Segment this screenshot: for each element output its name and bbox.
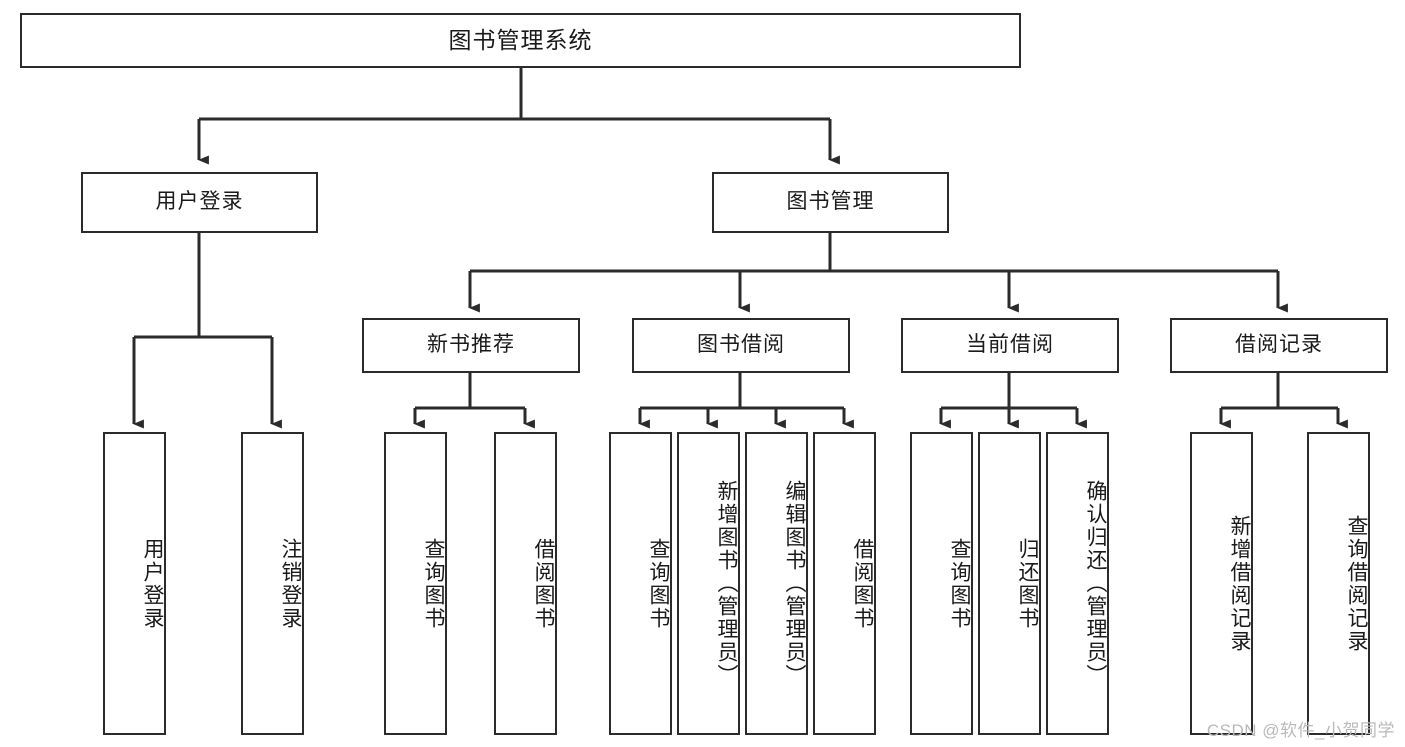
leaf-current-query-book-label: 查询图书 [948,537,971,630]
node-current-borrow[interactable]: 当前借阅 [901,318,1119,373]
leaf-borrow-borrow-book[interactable]: 借阅图书 [813,432,876,735]
leaf-borrow-add-book-admin[interactable]: 新增图书（管理员） [677,432,740,735]
node-new-book-recommend[interactable]: 新书推荐 [362,318,580,373]
node-root-label: 图书管理系统 [448,26,593,53]
leaf-borrow-edit-book-admin-label: 编辑图书（管理员） [783,480,806,687]
leaf-record-query-record-label: 查询借阅记录 [1345,514,1368,653]
node-book-management[interactable]: 图书管理 [712,172,949,233]
leaf-borrow-edit-book-admin[interactable]: 编辑图书（管理员） [745,432,808,735]
watermark: CSDN @软件_小贺同学 [1206,721,1395,740]
leaf-current-confirm-return-admin[interactable]: 确认归还（管理员） [1046,432,1109,735]
leaf-current-return-book-label: 归还图书 [1016,537,1039,630]
node-user-login[interactable]: 用户登录 [81,172,318,233]
node-book-management-label: 图书管理 [786,190,875,214]
leaf-borrow-borrow-book-label: 借阅图书 [851,537,874,630]
node-borrow-record-label: 借阅记录 [1235,333,1323,357]
leaf-current-query-book[interactable]: 查询图书 [910,432,973,735]
leaf-record-add-record[interactable]: 新增借阅记录 [1190,432,1253,735]
leaf-newbook-query-book-label: 查询图书 [422,537,445,630]
leaf-user-login-label: 用户登录 [141,537,164,630]
leaf-newbook-borrow-book[interactable]: 借阅图书 [494,432,557,735]
leaf-current-return-book[interactable]: 归还图书 [978,432,1041,735]
leaf-record-add-record-label: 新增借阅记录 [1228,514,1251,653]
node-book-borrow-label: 图书借阅 [697,333,785,357]
leaf-user-logout[interactable]: 注销登录 [241,432,304,735]
leaf-borrow-add-book-admin-label: 新增图书（管理员） [715,480,738,687]
leaf-borrow-query-book[interactable]: 查询图书 [609,432,672,735]
leaf-newbook-query-book[interactable]: 查询图书 [384,432,447,735]
leaf-newbook-borrow-book-label: 借阅图书 [532,537,555,630]
leaf-user-login[interactable]: 用户登录 [103,432,166,735]
node-user-login-label: 用户登录 [155,190,244,214]
node-borrow-record[interactable]: 借阅记录 [1170,318,1388,373]
leaf-borrow-query-book-label: 查询图书 [647,537,670,630]
node-new-book-recommend-label: 新书推荐 [427,333,515,357]
leaf-record-query-record[interactable]: 查询借阅记录 [1307,432,1370,735]
node-current-borrow-label: 当前借阅 [966,333,1054,357]
node-root[interactable]: 图书管理系统 [20,13,1021,68]
leaf-current-confirm-return-admin-label: 确认归还（管理员） [1084,480,1107,687]
node-book-borrow[interactable]: 图书借阅 [632,318,850,373]
leaf-user-logout-label: 注销登录 [279,537,302,630]
